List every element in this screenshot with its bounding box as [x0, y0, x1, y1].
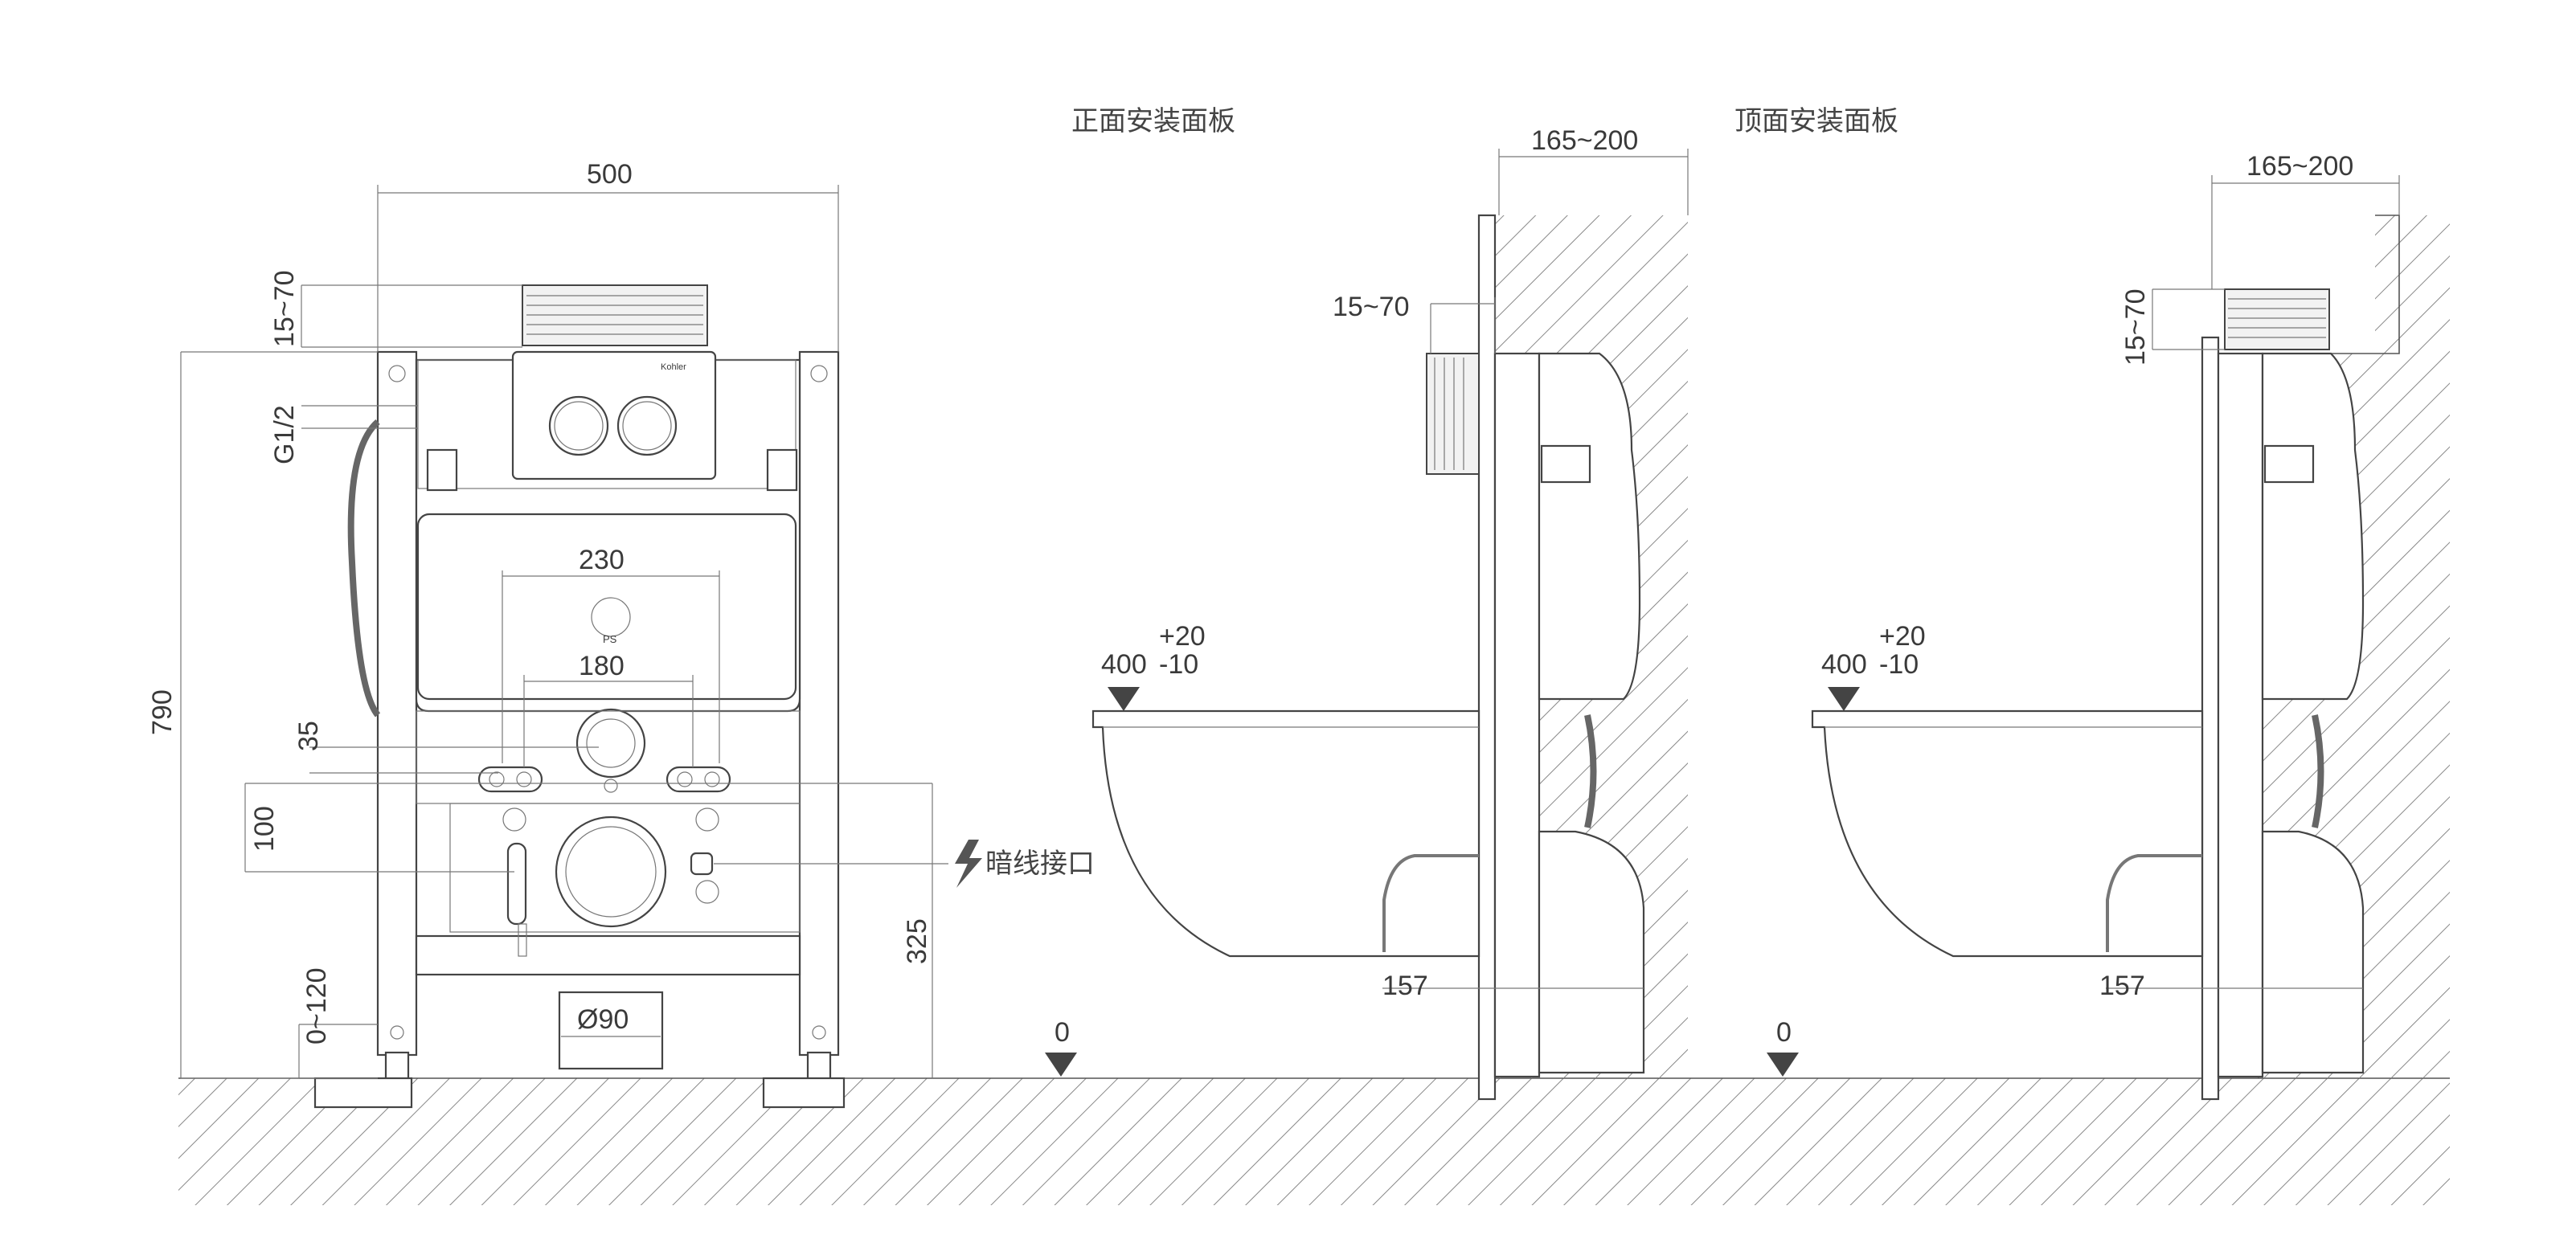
side1-dim-plus20: +20: [1159, 621, 1206, 652]
side-view-top-panel: 顶面安装面板 165~200 15~70: [1734, 105, 2450, 1101]
side1-drain-elbow: [1538, 830, 1645, 1074]
side2-dim-165-200: 165~200: [2246, 151, 2353, 182]
supply-pipe: [506, 842, 527, 926]
flush-button-left: [548, 395, 609, 456]
side1-dim-minus10: -10: [1159, 649, 1198, 680]
flush-button-right: [616, 395, 678, 456]
stud-pair-right: [666, 766, 731, 793]
side1-level-marker-400: [1108, 687, 1140, 711]
right-post: [798, 350, 840, 1057]
dim-height: 790: [147, 689, 178, 735]
dim-flush-plate-depth: 15~70: [269, 271, 300, 348]
side1-frame-post: [1477, 214, 1497, 1101]
dim-230: 230: [579, 545, 625, 575]
front-panel-title: 正面安装面板: [1071, 105, 1235, 137]
side2-drain-elbow: [2261, 830, 2365, 1074]
brand-mark: Kohler: [661, 362, 686, 372]
dim-0-120: 0~120: [301, 968, 332, 1045]
side1-zero-label: 0: [1055, 1017, 1070, 1048]
side2-zero-marker: [1767, 1053, 1799, 1077]
side1-dim-15-70: 15~70: [1333, 292, 1410, 322]
concealed-port-fitting: [690, 852, 714, 876]
side2-dim-minus10: -10: [1879, 649, 1919, 680]
dim-width: 500: [587, 159, 633, 190]
right-bracket: [766, 448, 798, 492]
left-bracket: [426, 448, 458, 492]
drain-pipe-stub: [558, 991, 664, 1070]
dim-35: 35: [293, 721, 324, 751]
recycle-icon: [591, 597, 631, 637]
side-view-front-panel: 正面安装面板 165~200 15~70: [1045, 105, 1689, 1101]
dim-325: 325: [902, 918, 932, 964]
right-floor-plate: [762, 1077, 846, 1109]
lower-rail: [415, 934, 801, 976]
side1-cistern: [1538, 352, 1641, 701]
floor: [178, 1077, 2450, 1205]
side2-frame-post: [2201, 336, 2220, 1101]
side2-flush-plate: [2224, 288, 2330, 350]
concealed-port-label: 暗线接口: [985, 848, 1095, 880]
dim-180: 180: [579, 651, 625, 681]
side1-flush-plate: [1426, 353, 1480, 475]
dim-100: 100: [249, 806, 280, 852]
recycle-label: PS: [603, 633, 617, 645]
side1-dim-400: 400: [1101, 649, 1147, 680]
side2-cistern: [2261, 352, 2365, 701]
side2-zero-label: 0: [1776, 1017, 1792, 1048]
side1-dim-157: 157: [1382, 971, 1428, 1001]
front-view: Kohler PS: [147, 159, 1095, 1109]
drain-outlet: [555, 816, 667, 928]
dim-g12: G1/2: [269, 405, 300, 464]
side2-dim-157: 157: [2099, 971, 2145, 1001]
side1-toilet-bowl: [1091, 709, 1480, 958]
side1-zero-marker: [1045, 1053, 1077, 1077]
left-floor-plate: [313, 1077, 413, 1109]
left-post: [376, 350, 418, 1057]
lightning-icon: [955, 840, 982, 888]
cistern-lower-panel: [416, 513, 797, 701]
side2-dim-400: 400: [1821, 649, 1867, 680]
top-panel-title: 顶面安装面板: [1734, 105, 1898, 137]
side2-level-marker-400: [1828, 687, 1860, 711]
dim-drain-diameter: Ø90: [577, 1004, 629, 1035]
stud-pair-left: [477, 766, 543, 793]
side2-toilet-bowl: [1811, 709, 2204, 958]
side2-dim-plus20: +20: [1879, 621, 1926, 652]
side1-dim-165-200: 165~200: [1531, 125, 1638, 156]
side2-dim-15-70: 15~70: [2120, 289, 2151, 366]
